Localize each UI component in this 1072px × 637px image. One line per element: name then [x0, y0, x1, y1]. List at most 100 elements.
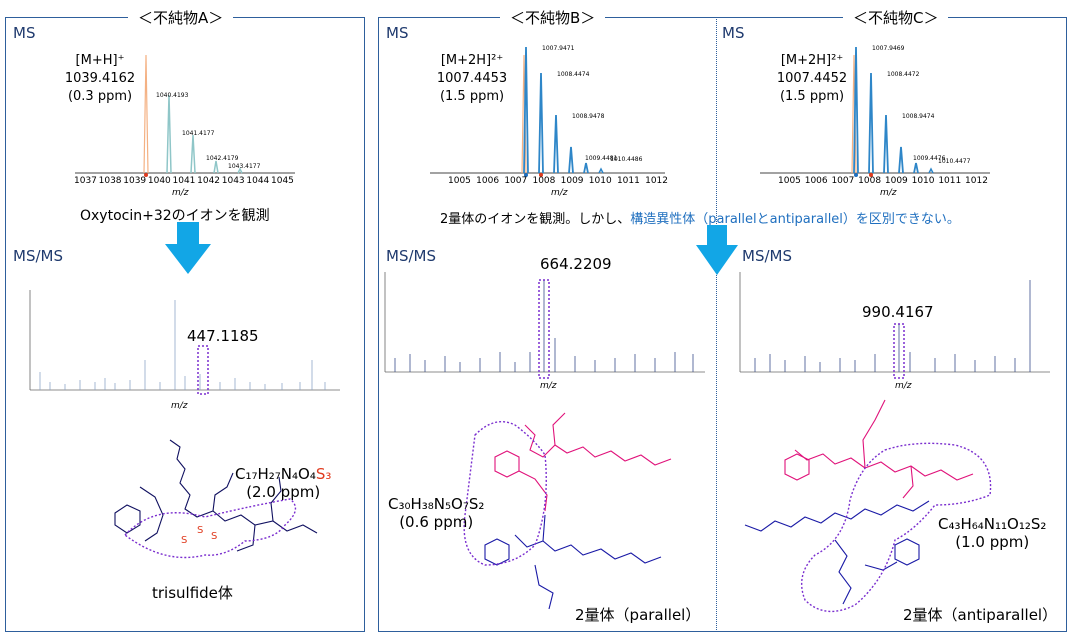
tick: 1007 — [504, 176, 528, 186]
tick: 1010 — [588, 176, 612, 186]
ms-a-peak-label-4: 1043.4177 — [228, 163, 261, 170]
tick: 1010 — [911, 176, 935, 186]
ms-b-peak-label-3: 1008.9478 — [572, 113, 605, 120]
msms-a-fragment-mass: 447.1185 — [187, 327, 259, 345]
ms-spectrum-a — [75, 54, 295, 177]
structure-parallel-dimer — [463, 412, 672, 610]
tick: 1040 — [147, 176, 171, 186]
ms-label-a: MS — [13, 24, 36, 42]
msms-label-b: MS/MS — [386, 247, 436, 265]
tick: 1039 — [123, 176, 147, 186]
msms-spectrum-b — [384, 272, 705, 379]
formula-c-ppm: (1.0 ppm) — [955, 533, 1030, 551]
ms-a-xlabel: m/z — [172, 188, 189, 198]
ms-label-b: MS — [386, 24, 409, 42]
msms-a-xlabel: m/z — [171, 401, 188, 411]
ms-a-ion: [M+H]⁺ 1039.4162 (0.3 ppm) — [60, 52, 140, 106]
tick: 1012 — [645, 176, 668, 186]
caption-bc-ms-part1: 2量体のイオンを観測。しかし、 — [440, 212, 631, 227]
ms-c-peak-label-4: 1009.4476 — [913, 155, 946, 162]
formula-b: C₃₀H₃₈N₅O₇S₂ (0.6 ppm) — [388, 495, 484, 531]
panel-title-a: ＜不純物A＞ — [128, 7, 234, 28]
msms-b-fragment-mass: 664.2209 — [540, 255, 612, 273]
ms-b-ion: [M+2H]²⁺ 1007.4453 (1.5 ppm) — [432, 52, 512, 106]
ms-c-ion: [M+2H]²⁺ 1007.4452 (1.5 ppm) — [772, 52, 852, 106]
tick: 1045 — [271, 176, 294, 186]
caption-bc-ms: 2量体のイオンを観測。しかし、構造異性体（parallelとantiparall… — [440, 208, 960, 227]
tick: 1043 — [221, 176, 245, 186]
tick: 1009 — [560, 176, 584, 186]
ms-spectrum-c — [760, 46, 990, 177]
tick: 1006 — [804, 176, 828, 186]
structure-a-name: trisulfide体 — [152, 584, 233, 602]
ms-c-peak-label-2: 1008.4472 — [887, 71, 920, 78]
arrow-down-icon — [165, 222, 211, 274]
structure-antiparallel-dimer — [744, 399, 992, 613]
ms-c-xlabel: m/z — [880, 188, 897, 198]
ms-a-ticks: 1037 1038 1039 1040 1041 1042 1043 1044 … — [74, 176, 294, 186]
ms-c-mass: 1007.4452 — [776, 71, 848, 86]
tick: 1009 — [884, 176, 908, 186]
msms-label-a: MS/MS — [13, 247, 63, 265]
ms-c-peak-label-5: 1010.4477 — [938, 158, 971, 165]
ms-a-peak-label-2: 1041.4177 — [182, 130, 215, 137]
tick: 1044 — [246, 176, 270, 186]
tick: 1037 — [74, 176, 97, 186]
ms-b-peak-label-4: 1009.4481 — [585, 155, 618, 162]
svg-text:S: S — [197, 525, 203, 536]
tick: 1007 — [831, 176, 855, 186]
formula-c-text: C₄₃H₆₄N₁₁O₁₂S₂ — [938, 515, 1047, 533]
caption-a-ms: Oxytocin+32のイオンを観測 — [80, 208, 270, 224]
tick: 1005 — [448, 176, 471, 186]
tick: 1005 — [778, 176, 801, 186]
tick: 1042 — [197, 176, 221, 186]
panel-impurity-bc — [378, 17, 1067, 632]
panel-divider — [716, 17, 717, 632]
ms-a-peak-label-3: 1042.4179 — [206, 155, 239, 162]
tick: 1008 — [532, 176, 556, 186]
formula-c: C₄₃H₆₄N₁₁O₁₂S₂ (1.0 ppm) — [938, 515, 1046, 551]
msms-spectrum-c — [739, 272, 1050, 379]
ms-b-ticks: 1005 1006 1007 1008 1009 1010 1011 1012 — [448, 176, 668, 186]
msms-label-c: MS/MS — [742, 247, 792, 265]
ms-c-ticks: 1005 1006 1007 1008 1009 1010 1011 1012 — [778, 176, 988, 186]
msms-spectrum-a — [29, 290, 340, 395]
ms-b-peak-label-5: 1010.4486 — [610, 156, 643, 163]
tick: 1038 — [98, 176, 122, 186]
msms-b-xlabel: m/z — [540, 381, 557, 391]
ms-c-peak-label-3: 1008.9474 — [902, 113, 935, 120]
formula-b-text: C₃₀H₃₈N₅O₇S₂ — [388, 495, 485, 513]
formula-a-main: C₁₇H₂₇N₄O₄ — [235, 465, 316, 483]
ms-a-mass: 1039.4162 — [64, 71, 136, 86]
panel-title-b: ＜不純物B＞ — [500, 7, 606, 28]
ms-a-peak-label-1: 1040.4193 — [156, 92, 189, 99]
panel-title-c: ＜不純物C＞ — [843, 7, 949, 28]
ms-b-peak-label-1: 1007.9471 — [542, 45, 575, 52]
structure-trisulfide: SSS — [114, 439, 318, 559]
formula-a-text: C₁₇H₂₇N₄O₄S₃ — [235, 465, 331, 483]
ms-b-mass: 1007.4453 — [436, 71, 508, 86]
svg-text:S: S — [181, 535, 187, 546]
tick: 1041 — [172, 176, 196, 186]
formula-a-sulfur: S₃ — [315, 465, 332, 483]
ms-c-peak-label-1: 1007.9469 — [872, 45, 905, 52]
msms-c-xlabel: m/z — [895, 381, 912, 391]
tick: 1011 — [938, 176, 962, 186]
ms-a-ppm: (0.3 ppm) — [67, 89, 133, 104]
structure-c-name: 2量体（antiparallel） — [903, 606, 1058, 624]
svg-text:S: S — [211, 531, 217, 542]
tick: 1006 — [476, 176, 500, 186]
arrow-down-icon — [696, 225, 738, 275]
caption-bc-ms-part2: 構造異性体（parallelとantiparallel）を区別できない。 — [630, 212, 960, 227]
ms-spectrum-b — [430, 46, 665, 177]
tick: 1012 — [965, 176, 988, 186]
tick: 1008 — [858, 176, 882, 186]
ms-c-ion-label: [M+2H]²⁺ — [780, 53, 844, 68]
ms-a-ion-label: [M+H]⁺ — [75, 53, 125, 68]
ms-c-ppm: (1.5 ppm) — [779, 89, 845, 104]
msms-c-fragment-mass: 990.4167 — [862, 303, 934, 321]
ms-b-xlabel: m/z — [551, 188, 568, 198]
formula-a-ppm: (2.0 ppm) — [246, 483, 321, 501]
ms-label-c: MS — [722, 24, 745, 42]
structure-b-name: 2量体（parallel） — [575, 606, 701, 624]
